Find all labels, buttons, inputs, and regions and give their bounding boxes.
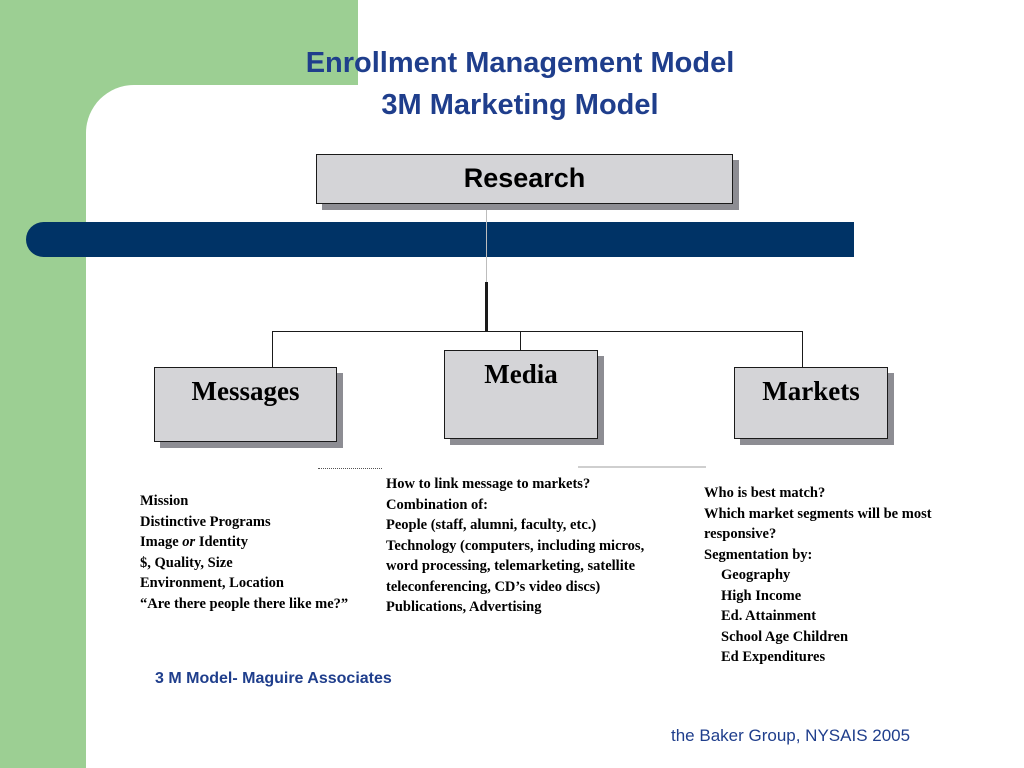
note-line: People (staff, alumni, faculty, etc.) bbox=[386, 517, 597, 533]
note-line: How to link message to markets? bbox=[386, 476, 591, 492]
note-line: Environment, Location bbox=[140, 575, 284, 591]
note-line: Who is best match? bbox=[704, 485, 826, 501]
research-label: Research bbox=[463, 163, 586, 193]
media-notes: How to link message to markets? Combinat… bbox=[386, 474, 644, 618]
note-line: word processing, telemarketing, satellit… bbox=[386, 558, 636, 574]
segment-item: Geography bbox=[721, 567, 791, 583]
title-line-2: 3M Marketing Model bbox=[381, 89, 659, 121]
messages-box: Messages bbox=[154, 367, 337, 442]
note-line: Technology (computers, including micros, bbox=[386, 537, 645, 554]
media-label: Media bbox=[484, 359, 558, 389]
connector-research-thin bbox=[486, 204, 487, 282]
faint-separator bbox=[578, 466, 706, 468]
note-text: Image bbox=[140, 534, 183, 550]
segment-item: Ed Expenditures bbox=[721, 649, 826, 665]
research-box: Research bbox=[316, 154, 733, 204]
note-line: $, Quality, Size bbox=[140, 554, 233, 571]
background-green-strip bbox=[0, 85, 86, 768]
connector-horizontal bbox=[272, 331, 803, 332]
segment-item: School Age Children bbox=[721, 628, 849, 645]
navy-band bbox=[26, 222, 854, 257]
note-line: Combination of: bbox=[386, 496, 488, 513]
note-text: Identity bbox=[195, 534, 248, 550]
connector-media bbox=[520, 331, 521, 350]
note-line: Mission bbox=[140, 493, 189, 509]
media-box: Media bbox=[444, 350, 598, 439]
note-line: Segmentation by: bbox=[704, 546, 813, 563]
connector-vertical bbox=[485, 282, 488, 332]
slide-title: Enrollment Management Model 3M Marketing… bbox=[70, 42, 970, 126]
footer-credit: the Baker Group, NYSAIS 2005 bbox=[671, 726, 911, 745]
segment-item: Ed. Attainment bbox=[721, 608, 817, 624]
model-caption: 3 M Model- Maguire Associates bbox=[155, 670, 392, 687]
dotted-separator bbox=[318, 468, 382, 469]
connector-messages bbox=[272, 331, 273, 367]
note-line: teleconferencing, CD’s video discs) bbox=[386, 578, 601, 595]
note-line: Distinctive Programs bbox=[140, 513, 271, 530]
note-line: “Are there people there like me?” bbox=[140, 595, 349, 612]
title-line-1: Enrollment Management Model bbox=[305, 47, 735, 79]
markets-notes: Who is best match? Which market segments… bbox=[704, 483, 932, 668]
note-line: Which market segments will be most bbox=[704, 505, 932, 522]
connector-markets bbox=[802, 331, 803, 367]
markets-label: Markets bbox=[762, 376, 860, 406]
messages-notes: Mission Distinctive Programs Image or Id… bbox=[140, 491, 348, 614]
messages-label: Messages bbox=[191, 376, 300, 406]
note-line: Image or Identity bbox=[140, 532, 348, 553]
note-line: responsive? bbox=[704, 526, 777, 542]
segment-item: High Income bbox=[721, 587, 802, 604]
markets-box: Markets bbox=[734, 367, 888, 439]
note-line: Publications, Advertising bbox=[386, 599, 542, 615]
note-emphasis: or bbox=[182, 534, 196, 550]
